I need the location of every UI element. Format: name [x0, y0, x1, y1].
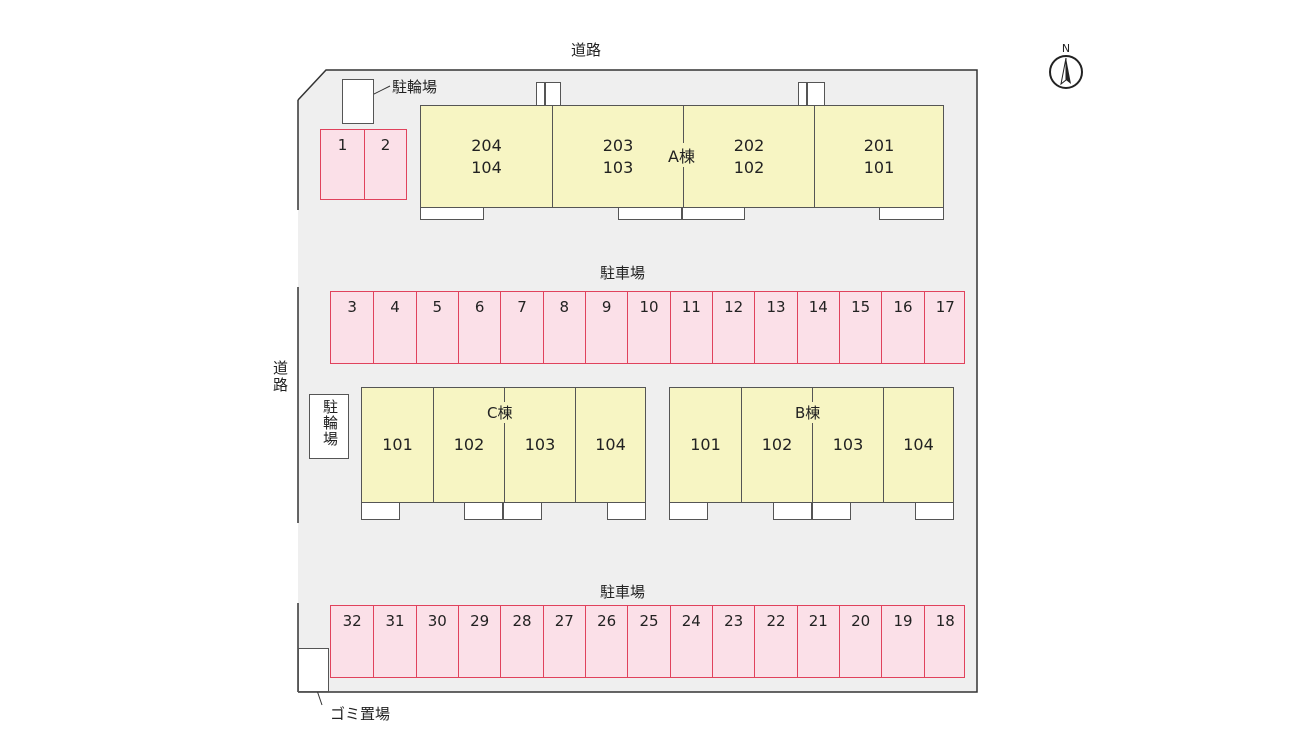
garbage-area-label: ゴミ置場 — [330, 705, 391, 723]
balcony — [879, 207, 944, 220]
parking-space: 11 — [669, 292, 712, 363]
balcony — [361, 502, 400, 520]
balcony — [812, 502, 851, 520]
parking-space: 23 — [712, 606, 754, 677]
parking-space: 1 — [337, 136, 348, 154]
parking-space: 9 — [585, 292, 627, 363]
parking-space: 18 — [923, 606, 966, 677]
parking-space: 5 — [415, 292, 458, 363]
parking-space: 21 — [796, 606, 839, 677]
parking-space: 8 — [542, 292, 585, 363]
balcony — [915, 502, 954, 520]
road-label-left: 道路 — [271, 360, 289, 394]
balcony — [618, 207, 682, 220]
parking-space: 22 — [754, 606, 796, 677]
bike-parking-box-left: 駐輪場 — [309, 394, 349, 459]
parking-space: 19 — [881, 606, 923, 677]
unit-b-101: 101 — [690, 435, 721, 454]
parking-space: 25 — [627, 606, 669, 677]
parking-space: 28 — [500, 606, 542, 677]
parking-space: 20 — [839, 606, 881, 677]
parking-space: 4 — [373, 292, 415, 363]
balcony — [503, 502, 542, 520]
balcony — [420, 207, 484, 220]
parking-label-upper: 駐車場 — [600, 264, 646, 282]
garbage-area-box — [298, 648, 329, 692]
building-b-label: B棟 — [795, 402, 821, 423]
unit-c-104: 104 — [575, 388, 645, 502]
building-c-label: C棟 — [487, 402, 513, 423]
parking-label-lower: 駐車場 — [600, 583, 646, 601]
unit-c-102: 102 — [433, 388, 504, 502]
parking-space: 32 — [342, 612, 362, 630]
parking-space: 24 — [669, 606, 712, 677]
parking-space: 16 — [881, 292, 923, 363]
parking-space: 13 — [754, 292, 796, 363]
bike-parking-label-top: 駐輪場 — [392, 78, 438, 96]
parking-space: 30 — [415, 606, 458, 677]
bike-parking-box — [342, 79, 374, 124]
building-a-label: A棟 — [668, 143, 695, 167]
parking-space: 2 — [364, 130, 406, 199]
unit-b-104: 104 — [883, 388, 953, 502]
parking-space: 10 — [627, 292, 669, 363]
parking-space: 31 — [373, 606, 415, 677]
north-arrow-icon: N — [1048, 42, 1084, 92]
unit-b-103: 103 — [812, 388, 883, 502]
parking-space: 27 — [542, 606, 585, 677]
parking-space: 7 — [500, 292, 542, 363]
balcony — [464, 502, 503, 520]
parking-space: 26 — [585, 606, 627, 677]
parking-space: 3 — [347, 298, 357, 316]
unit-c-101: 101 — [382, 435, 413, 454]
parking-space: 12 — [712, 292, 754, 363]
balcony — [773, 502, 812, 520]
parking-space: 14 — [796, 292, 839, 363]
parking-space: 15 — [839, 292, 881, 363]
unit-c-103: 103 — [504, 388, 575, 502]
road-label-top: 道路 — [571, 41, 602, 59]
unit-b-102: 102 — [741, 388, 812, 502]
parking-space: 29 — [458, 606, 500, 677]
parking-space: 17 — [923, 292, 966, 363]
bike-parking-label-left: 駐輪場 — [321, 399, 339, 447]
balcony — [682, 207, 745, 220]
parking-lots-top: 1 2 — [320, 129, 407, 200]
parking-space: 6 — [458, 292, 500, 363]
balcony — [669, 502, 708, 520]
balcony — [607, 502, 646, 520]
